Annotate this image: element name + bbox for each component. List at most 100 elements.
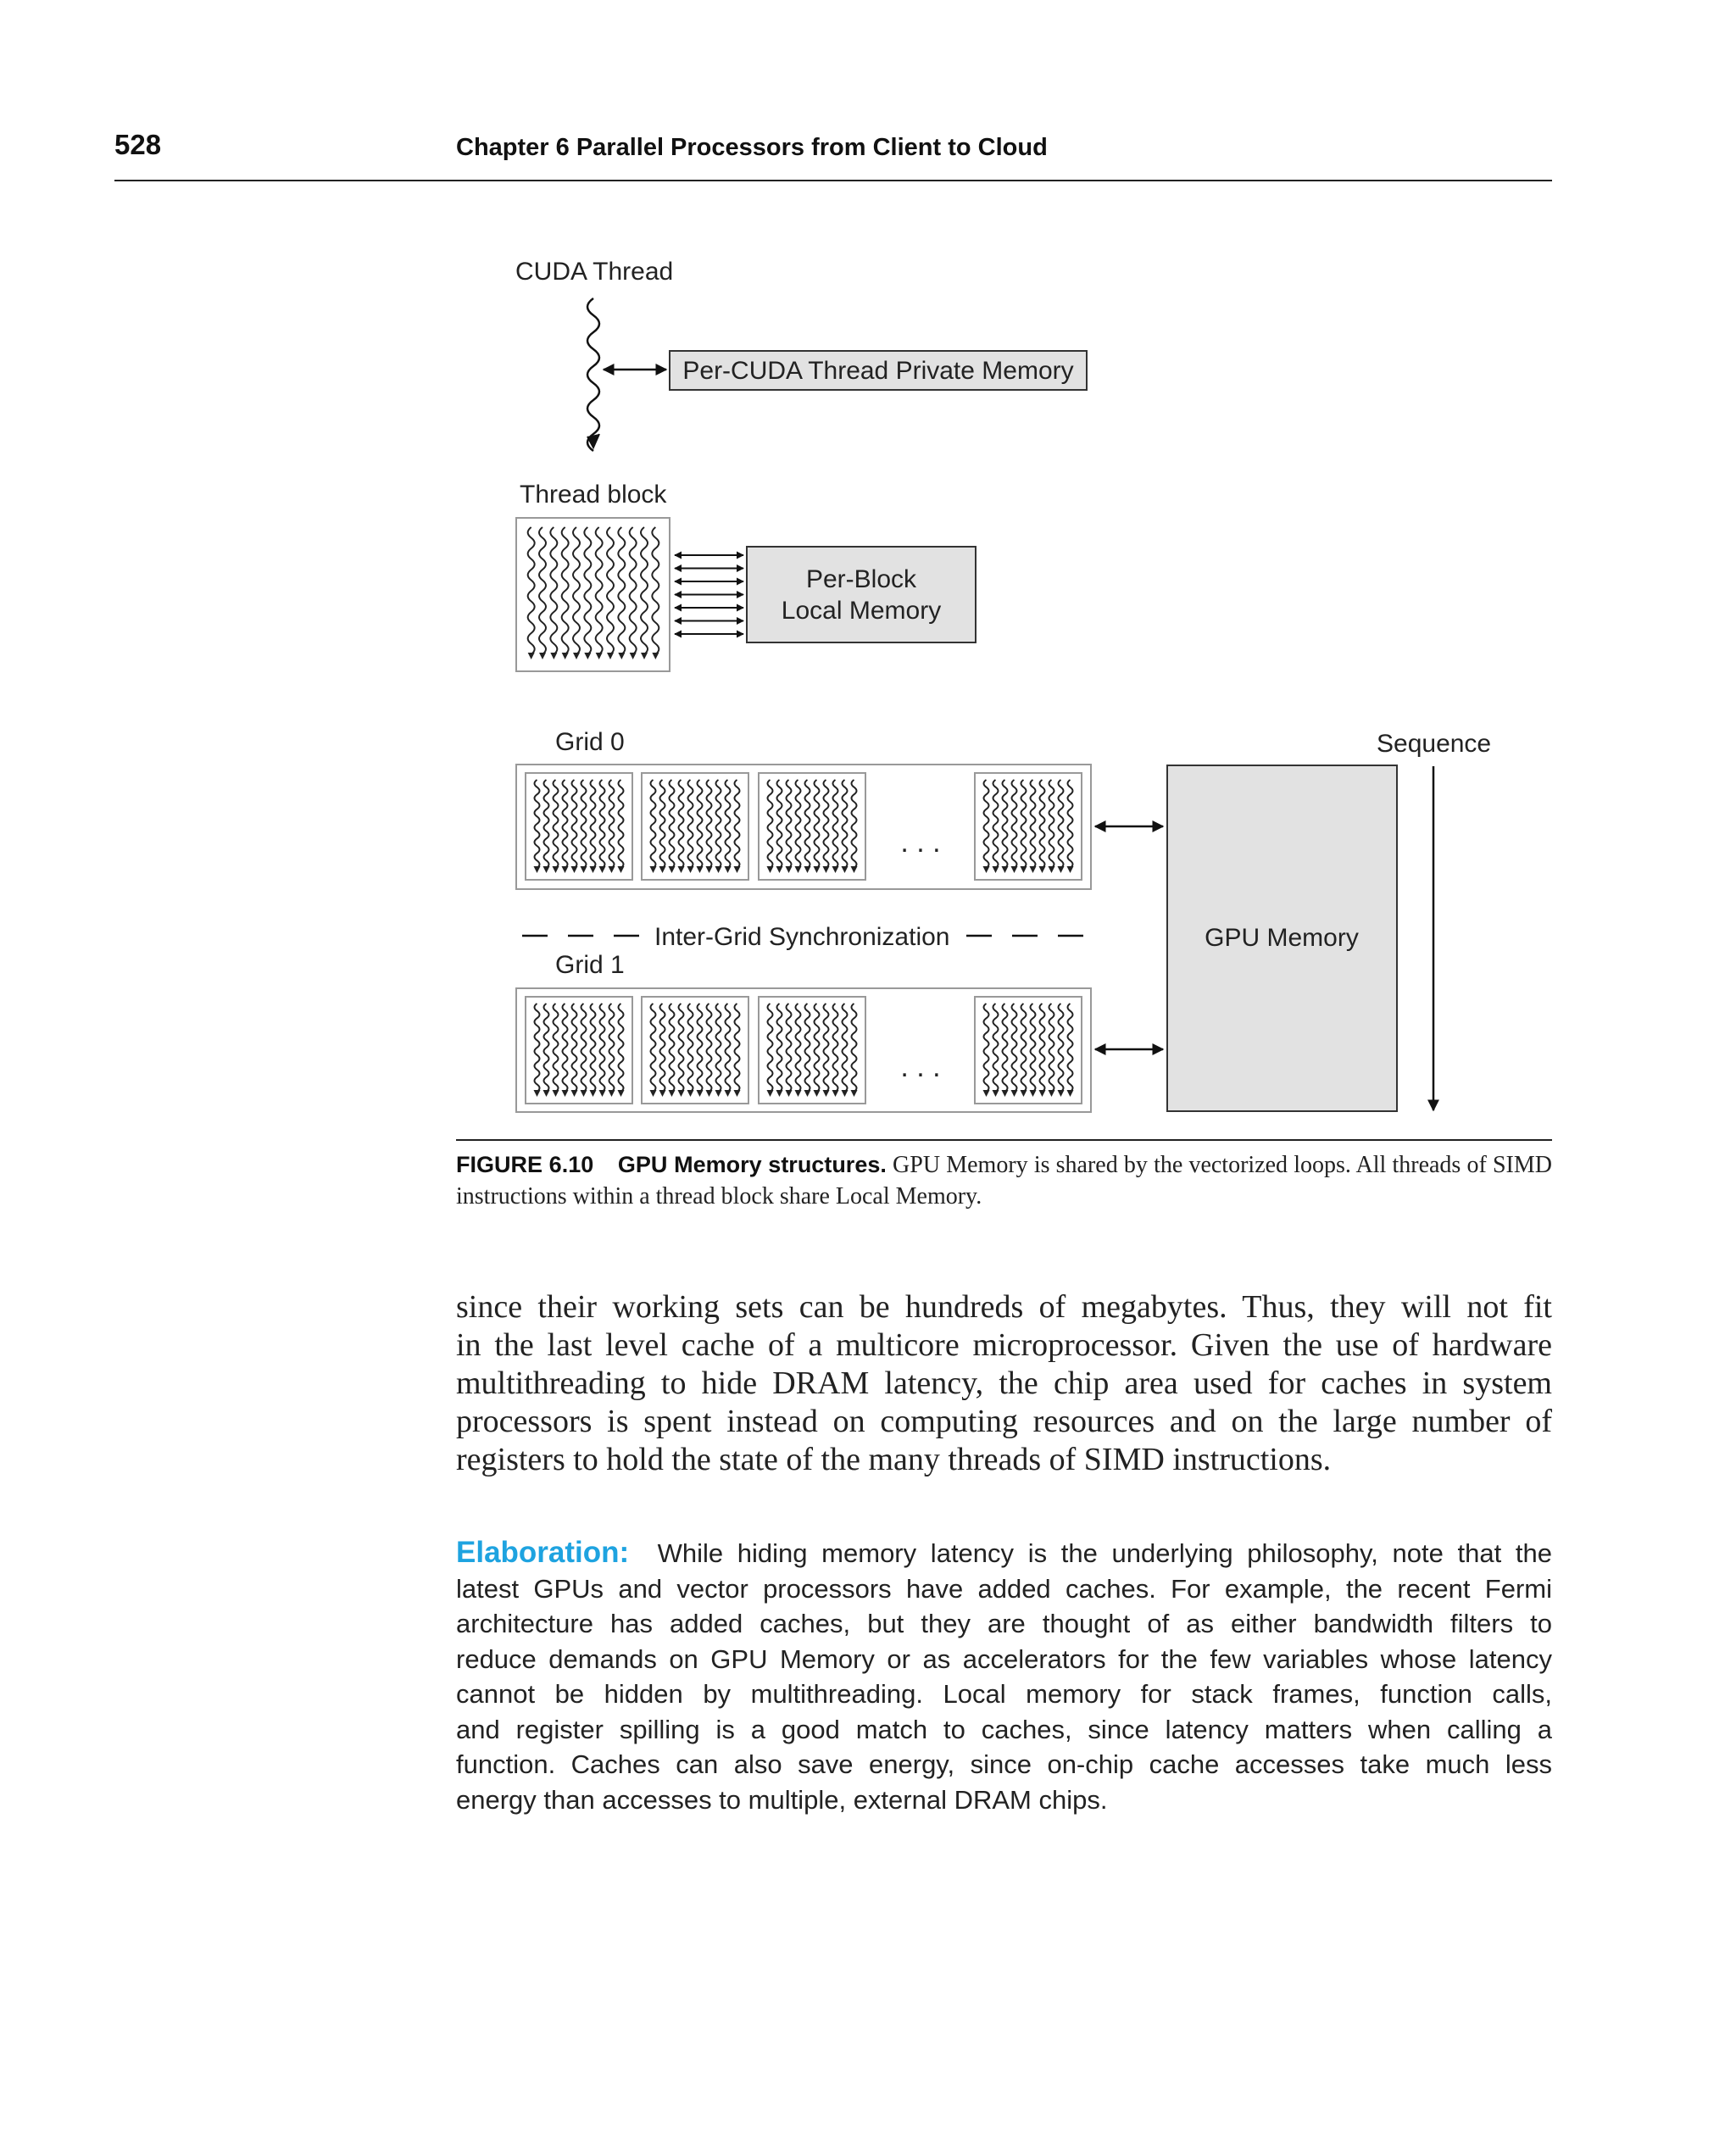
thread-squiggle bbox=[549, 526, 559, 655]
mini-thread-squiggle bbox=[1001, 1003, 1009, 1093]
grid0-box bbox=[515, 764, 1092, 890]
mini-thread-squiggle bbox=[715, 779, 722, 869]
thread-arrowhead bbox=[733, 866, 741, 873]
mini-thread-squiggle bbox=[1048, 1003, 1055, 1093]
figure-heading: GPU Memory structures. bbox=[617, 1152, 887, 1177]
mini-thread-block bbox=[525, 996, 633, 1104]
caption-rule bbox=[456, 1139, 1552, 1141]
mini-thread-squiggle bbox=[715, 1003, 722, 1093]
thread-arrowhead bbox=[589, 1090, 597, 1097]
mini-thread-squiggle bbox=[696, 779, 704, 869]
mini-thread-squiggle bbox=[668, 779, 676, 869]
page-number: 528 bbox=[114, 129, 162, 160]
thread-arrowhead bbox=[1029, 866, 1037, 873]
thread-arrowhead bbox=[785, 866, 793, 873]
mini-thread-squiggle bbox=[992, 779, 999, 869]
mini-thread-squiggle bbox=[533, 1003, 541, 1093]
thread-arrowhead bbox=[649, 866, 657, 873]
elaboration-line: While hiding memory latency is the under… bbox=[657, 1538, 1552, 1568]
mini-thread-squiggle bbox=[1020, 1003, 1027, 1093]
thread-arrowhead bbox=[668, 866, 676, 873]
mini-thread-squiggle bbox=[608, 779, 615, 869]
thread-arrowhead bbox=[785, 1090, 793, 1097]
mini-thread-squiggle bbox=[785, 779, 793, 869]
mini-thread-squiggle bbox=[649, 1003, 657, 1093]
thread-arrowhead bbox=[850, 866, 858, 873]
thread-arrowhead bbox=[561, 1090, 569, 1097]
elaboration-line: latest GPUs and vector processors have a… bbox=[456, 1573, 1552, 1604]
thread-arrowhead bbox=[550, 653, 558, 659]
mini-thread-squiggle bbox=[552, 1003, 559, 1093]
thread-arrowhead bbox=[766, 866, 774, 873]
mini-thread-squiggle bbox=[598, 1003, 606, 1093]
private-memory-label: Per-CUDA Thread Private Memory bbox=[682, 357, 1073, 385]
thread-squiggle bbox=[526, 526, 536, 655]
thread-arrowhead bbox=[595, 653, 603, 659]
elaboration-line: reduce demands on GPU Memory or as accel… bbox=[456, 1643, 1552, 1674]
thread-arrowhead bbox=[1010, 866, 1018, 873]
mini-thread-squiggle bbox=[570, 1003, 578, 1093]
thread-arrowhead bbox=[1038, 1090, 1046, 1097]
thread-arrowhead bbox=[668, 1090, 676, 1097]
thread-arrowhead bbox=[584, 653, 592, 659]
thread-arrowhead bbox=[677, 1090, 685, 1097]
thread-arrowhead bbox=[552, 866, 559, 873]
mini-thread-squiggle bbox=[598, 779, 606, 869]
thread-arrowhead bbox=[561, 866, 569, 873]
elaboration-first-line: Elaboration: While hiding memory latency… bbox=[456, 1536, 1552, 1571]
thread-arrowhead bbox=[794, 866, 802, 873]
thread-arrowhead bbox=[832, 1090, 839, 1097]
thread-arrowhead bbox=[696, 866, 704, 873]
thread-arrowhead bbox=[589, 866, 597, 873]
mini-thread-squiggle bbox=[705, 1003, 713, 1093]
mini-thread-squiggle bbox=[1066, 1003, 1074, 1093]
body-line: processors is spent instead on computing… bbox=[456, 1404, 1552, 1439]
mini-thread-squiggle bbox=[1029, 1003, 1037, 1093]
mini-thread-squiggle bbox=[804, 1003, 811, 1093]
thread-arrowhead bbox=[580, 866, 587, 873]
elaboration-line: function. Caches can also save energy, s… bbox=[456, 1749, 1552, 1779]
thread-arrowhead bbox=[1057, 866, 1065, 873]
mini-thread-squiggle bbox=[982, 779, 990, 869]
mini-thread-squiggle bbox=[687, 779, 694, 869]
mini-thread-squiggle bbox=[724, 1003, 732, 1093]
mini-thread-squiggle bbox=[617, 1003, 625, 1093]
thread-arrowhead bbox=[552, 1090, 559, 1097]
mini-thread-squiggle bbox=[766, 779, 774, 869]
thread-arrowhead bbox=[794, 1090, 802, 1097]
thread-arrowhead bbox=[696, 1090, 704, 1097]
cuda-thread-label: CUDA Thread bbox=[515, 258, 673, 286]
mini-thread-squiggle bbox=[841, 779, 849, 869]
mini-thread-squiggle bbox=[589, 779, 597, 869]
thread-arrowhead bbox=[992, 1090, 999, 1097]
mini-thread-squiggle bbox=[589, 1003, 597, 1093]
thread-block-arrows bbox=[674, 551, 744, 638]
mini-thread-squiggle bbox=[552, 779, 559, 869]
thread-arrowhead bbox=[607, 653, 614, 659]
mini-thread-squiggle bbox=[533, 779, 541, 869]
mini-thread-squiggle bbox=[561, 779, 569, 869]
thread-arrowhead bbox=[539, 653, 546, 659]
grid1-box bbox=[515, 987, 1092, 1113]
gpu-memory-box bbox=[1166, 765, 1398, 1112]
mini-thread-squiggle bbox=[841, 1003, 849, 1093]
thread-arrowhead bbox=[705, 866, 713, 873]
thread-arrowhead bbox=[527, 653, 535, 659]
body-line: multithreading to hide DRAM latency, the… bbox=[456, 1365, 1552, 1401]
cuda-thread-arrowhead bbox=[587, 433, 600, 450]
thread-arrowhead bbox=[641, 653, 648, 659]
elaboration-line: cannot be hidden by multithreading. Loca… bbox=[456, 1679, 1552, 1709]
mini-thread-squiggle bbox=[850, 779, 858, 869]
mini-thread-squiggle bbox=[608, 1003, 615, 1093]
mini-thread-squiggle bbox=[1010, 779, 1018, 869]
thread-arrowhead bbox=[598, 866, 606, 873]
thread-arrowhead bbox=[715, 866, 722, 873]
thread-arrowhead bbox=[659, 1090, 666, 1097]
figure-label: FIGURE 6.10 bbox=[456, 1152, 594, 1177]
thread-squiggle bbox=[640, 526, 648, 655]
thread-squiggle bbox=[538, 526, 547, 655]
thread-arrowhead bbox=[832, 866, 839, 873]
thread-arrowhead bbox=[1010, 1090, 1018, 1097]
mini-thread-squiggle bbox=[832, 779, 839, 869]
